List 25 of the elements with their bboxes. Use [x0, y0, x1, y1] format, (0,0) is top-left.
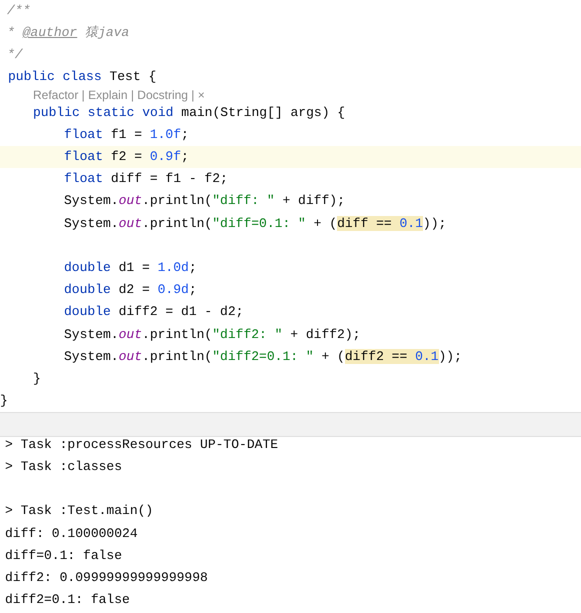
code-line: float f1 = 1.0f; — [64, 126, 189, 144]
console-line: > Task :classes — [5, 458, 122, 476]
console-line: > Task :processResources UP-TO-DATE — [5, 436, 278, 454]
console-line: diff2=0.1: false — [5, 591, 130, 609]
code-line: } — [0, 392, 8, 410]
code-line: public static void main(String[] args) { — [33, 104, 346, 122]
code-lens-hint: Refactor | Explain | Docstring | × — [33, 87, 205, 103]
code-line: float diff = f1 - f2; — [64, 170, 228, 188]
console-line: diff=0.1: false — [5, 547, 122, 565]
console-line: > Task :Test.main() — [5, 502, 154, 520]
code-comment: * @author 猿java — [7, 24, 130, 42]
code-comment: */ — [7, 46, 23, 64]
code-line: System.out.println("diff2=0.1: " + (diff2 == 0.1)); — [64, 348, 462, 366]
code-line: double d2 = 0.9d; — [64, 281, 197, 299]
code-line: System.out.println("diff2: " + diff2); — [64, 326, 360, 344]
code-line: System.out.println("diff=0.1: " + (diff == 0.1)); — [64, 215, 446, 233]
console-line: diff: 0.100000024 — [5, 525, 138, 543]
code-line: double diff2 = d1 - d2; — [64, 303, 244, 321]
code-line: System.out.println("diff: " + diff); — [64, 192, 345, 210]
code-line: public class Test { — [8, 68, 156, 86]
code-line: double d1 = 1.0d; — [64, 259, 197, 277]
console-line: diff2: 0.09999999999999998 — [5, 569, 208, 587]
code-comment: /** — [7, 2, 30, 20]
code-line: float f2 = 0.9f; — [64, 148, 189, 166]
code-line: } — [33, 370, 41, 388]
